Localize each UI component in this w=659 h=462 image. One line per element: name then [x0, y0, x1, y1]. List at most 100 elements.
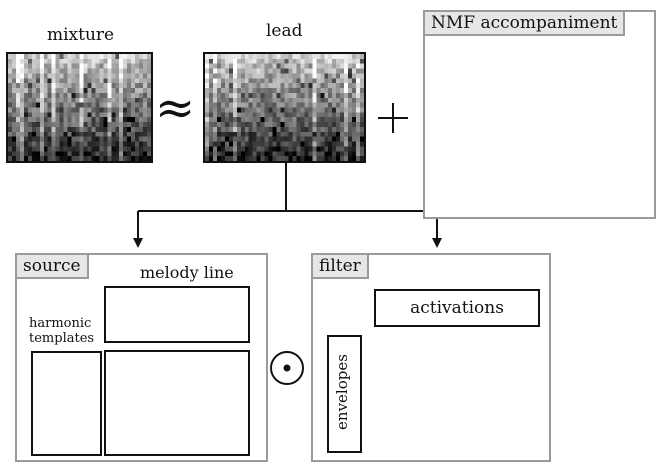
spectrogram-cell — [228, 131, 234, 138]
spectrogram-cell — [8, 73, 13, 79]
spectrogram-cell — [107, 58, 112, 65]
spectrogram-cell — [240, 117, 246, 123]
spectrogram-cell — [103, 63, 108, 70]
spectrogram-cell — [280, 83, 285, 89]
spectrogram-cell — [212, 102, 218, 108]
spectrogram-cell — [300, 73, 305, 79]
spectrogram-cell — [308, 102, 313, 108]
spectrogram-cell — [131, 112, 136, 118]
spectrogram-cell — [268, 88, 274, 94]
spectrogram-cell — [43, 58, 49, 65]
approx-icon: ≈ — [155, 80, 196, 136]
spectrogram-cell — [83, 68, 88, 74]
spectrogram-cell — [111, 97, 116, 104]
spectrogram-cell — [147, 131, 152, 138]
spectrogram-cell — [348, 146, 353, 152]
spectrogram-cell — [224, 131, 230, 138]
spectrogram-cell — [356, 141, 361, 147]
spectrogram-cell — [55, 126, 61, 133]
spectrogram-cell — [208, 117, 214, 123]
spectrogram-cell — [111, 136, 116, 143]
spectrogram-cell — [348, 126, 353, 133]
spectrogram-cell — [95, 54, 100, 60]
spectrogram-cell — [240, 88, 246, 94]
spectrogram-cell — [320, 112, 325, 118]
spectrogram-cell — [284, 92, 289, 99]
spectrogram-cell — [123, 83, 128, 89]
spectrogram-cell — [31, 122, 37, 128]
spectrogram-cell — [224, 126, 230, 133]
spectrogram-cell — [19, 131, 25, 138]
spectrogram-cell — [240, 151, 246, 157]
spectrogram-cell — [280, 146, 285, 152]
spectrogram-cell — [59, 122, 65, 128]
spectrogram-cell — [312, 151, 317, 157]
spectrogram-cell — [123, 122, 128, 128]
spectrogram-cell — [296, 88, 301, 94]
spectrogram-cell — [236, 92, 242, 99]
spectrogram-cell — [91, 68, 96, 74]
spectrogram-cell — [83, 73, 88, 79]
spectrogram-cell — [292, 107, 297, 113]
spectrogram-cell — [308, 122, 313, 128]
spectrogram-cell — [284, 68, 289, 74]
spectrogram-cell — [288, 122, 293, 128]
spectrogram-cell — [15, 73, 21, 79]
spectrogram-cell — [147, 112, 152, 118]
spectrogram-cell — [324, 63, 329, 70]
spectrogram-cell — [205, 107, 210, 113]
spectrogram-cell — [220, 63, 226, 70]
spectrogram-cell — [288, 131, 293, 138]
spectrogram-cell — [83, 92, 88, 99]
spectrogram-cell — [252, 141, 258, 147]
spectrogram-cell — [83, 102, 88, 108]
spectrogram-cell — [220, 136, 226, 143]
spectrogram-cell — [139, 146, 144, 152]
spectrogram-cell — [248, 88, 254, 94]
spectrogram-cell — [360, 141, 365, 147]
spectrogram-cell — [232, 131, 238, 138]
spectrogram-cell — [296, 151, 301, 157]
spectrogram-cell — [39, 88, 45, 94]
spectrogram-cell — [264, 54, 270, 60]
spectrogram-cell — [111, 141, 116, 147]
spectrogram-cell — [268, 136, 274, 143]
spectrogram-cell — [15, 97, 21, 104]
spectrogram-cell — [304, 131, 309, 138]
spectrogram-cell — [352, 97, 357, 104]
spectrogram-cell — [208, 146, 214, 152]
spectrogram-cell — [99, 107, 104, 113]
spectrogram-cell — [252, 131, 258, 138]
activations-label: activations — [410, 298, 504, 318]
spectrogram-cell — [316, 122, 321, 128]
spectrogram-cell — [99, 146, 104, 152]
spectrogram-cell — [324, 92, 329, 99]
spectrogram-cell — [51, 146, 57, 152]
spectrogram-cell — [348, 92, 353, 99]
spectrogram-cell — [284, 126, 289, 133]
spectrogram-cell — [123, 136, 128, 143]
spectrogram-cell — [336, 146, 341, 152]
spectrogram-cell — [8, 112, 13, 118]
spectrogram-cell — [135, 117, 140, 123]
spectrogram-cell — [320, 73, 325, 79]
spectrogram-cell — [304, 97, 309, 104]
spectrogram-cell — [99, 92, 104, 99]
arrowhead-source — [133, 238, 143, 248]
spectrogram-cell — [348, 73, 353, 79]
spectrogram-cell — [360, 88, 365, 94]
spectrogram-cell — [87, 88, 92, 94]
spectrogram-cell — [216, 63, 222, 70]
spectrogram-cell — [147, 78, 152, 84]
spectrogram-cell — [360, 78, 365, 84]
spectrogram-cell — [228, 136, 234, 143]
spectrogram-cell — [228, 112, 234, 118]
spectrogram-cell — [95, 156, 100, 162]
spectrogram-cell — [87, 83, 92, 89]
spectrogram-cell — [208, 156, 214, 162]
spectrogram-cell — [115, 83, 120, 89]
spectrogram-cell — [240, 58, 246, 65]
spectrogram-cell — [264, 63, 270, 70]
spectrogram-cell — [63, 102, 69, 108]
spectrogram-cell — [123, 68, 128, 74]
